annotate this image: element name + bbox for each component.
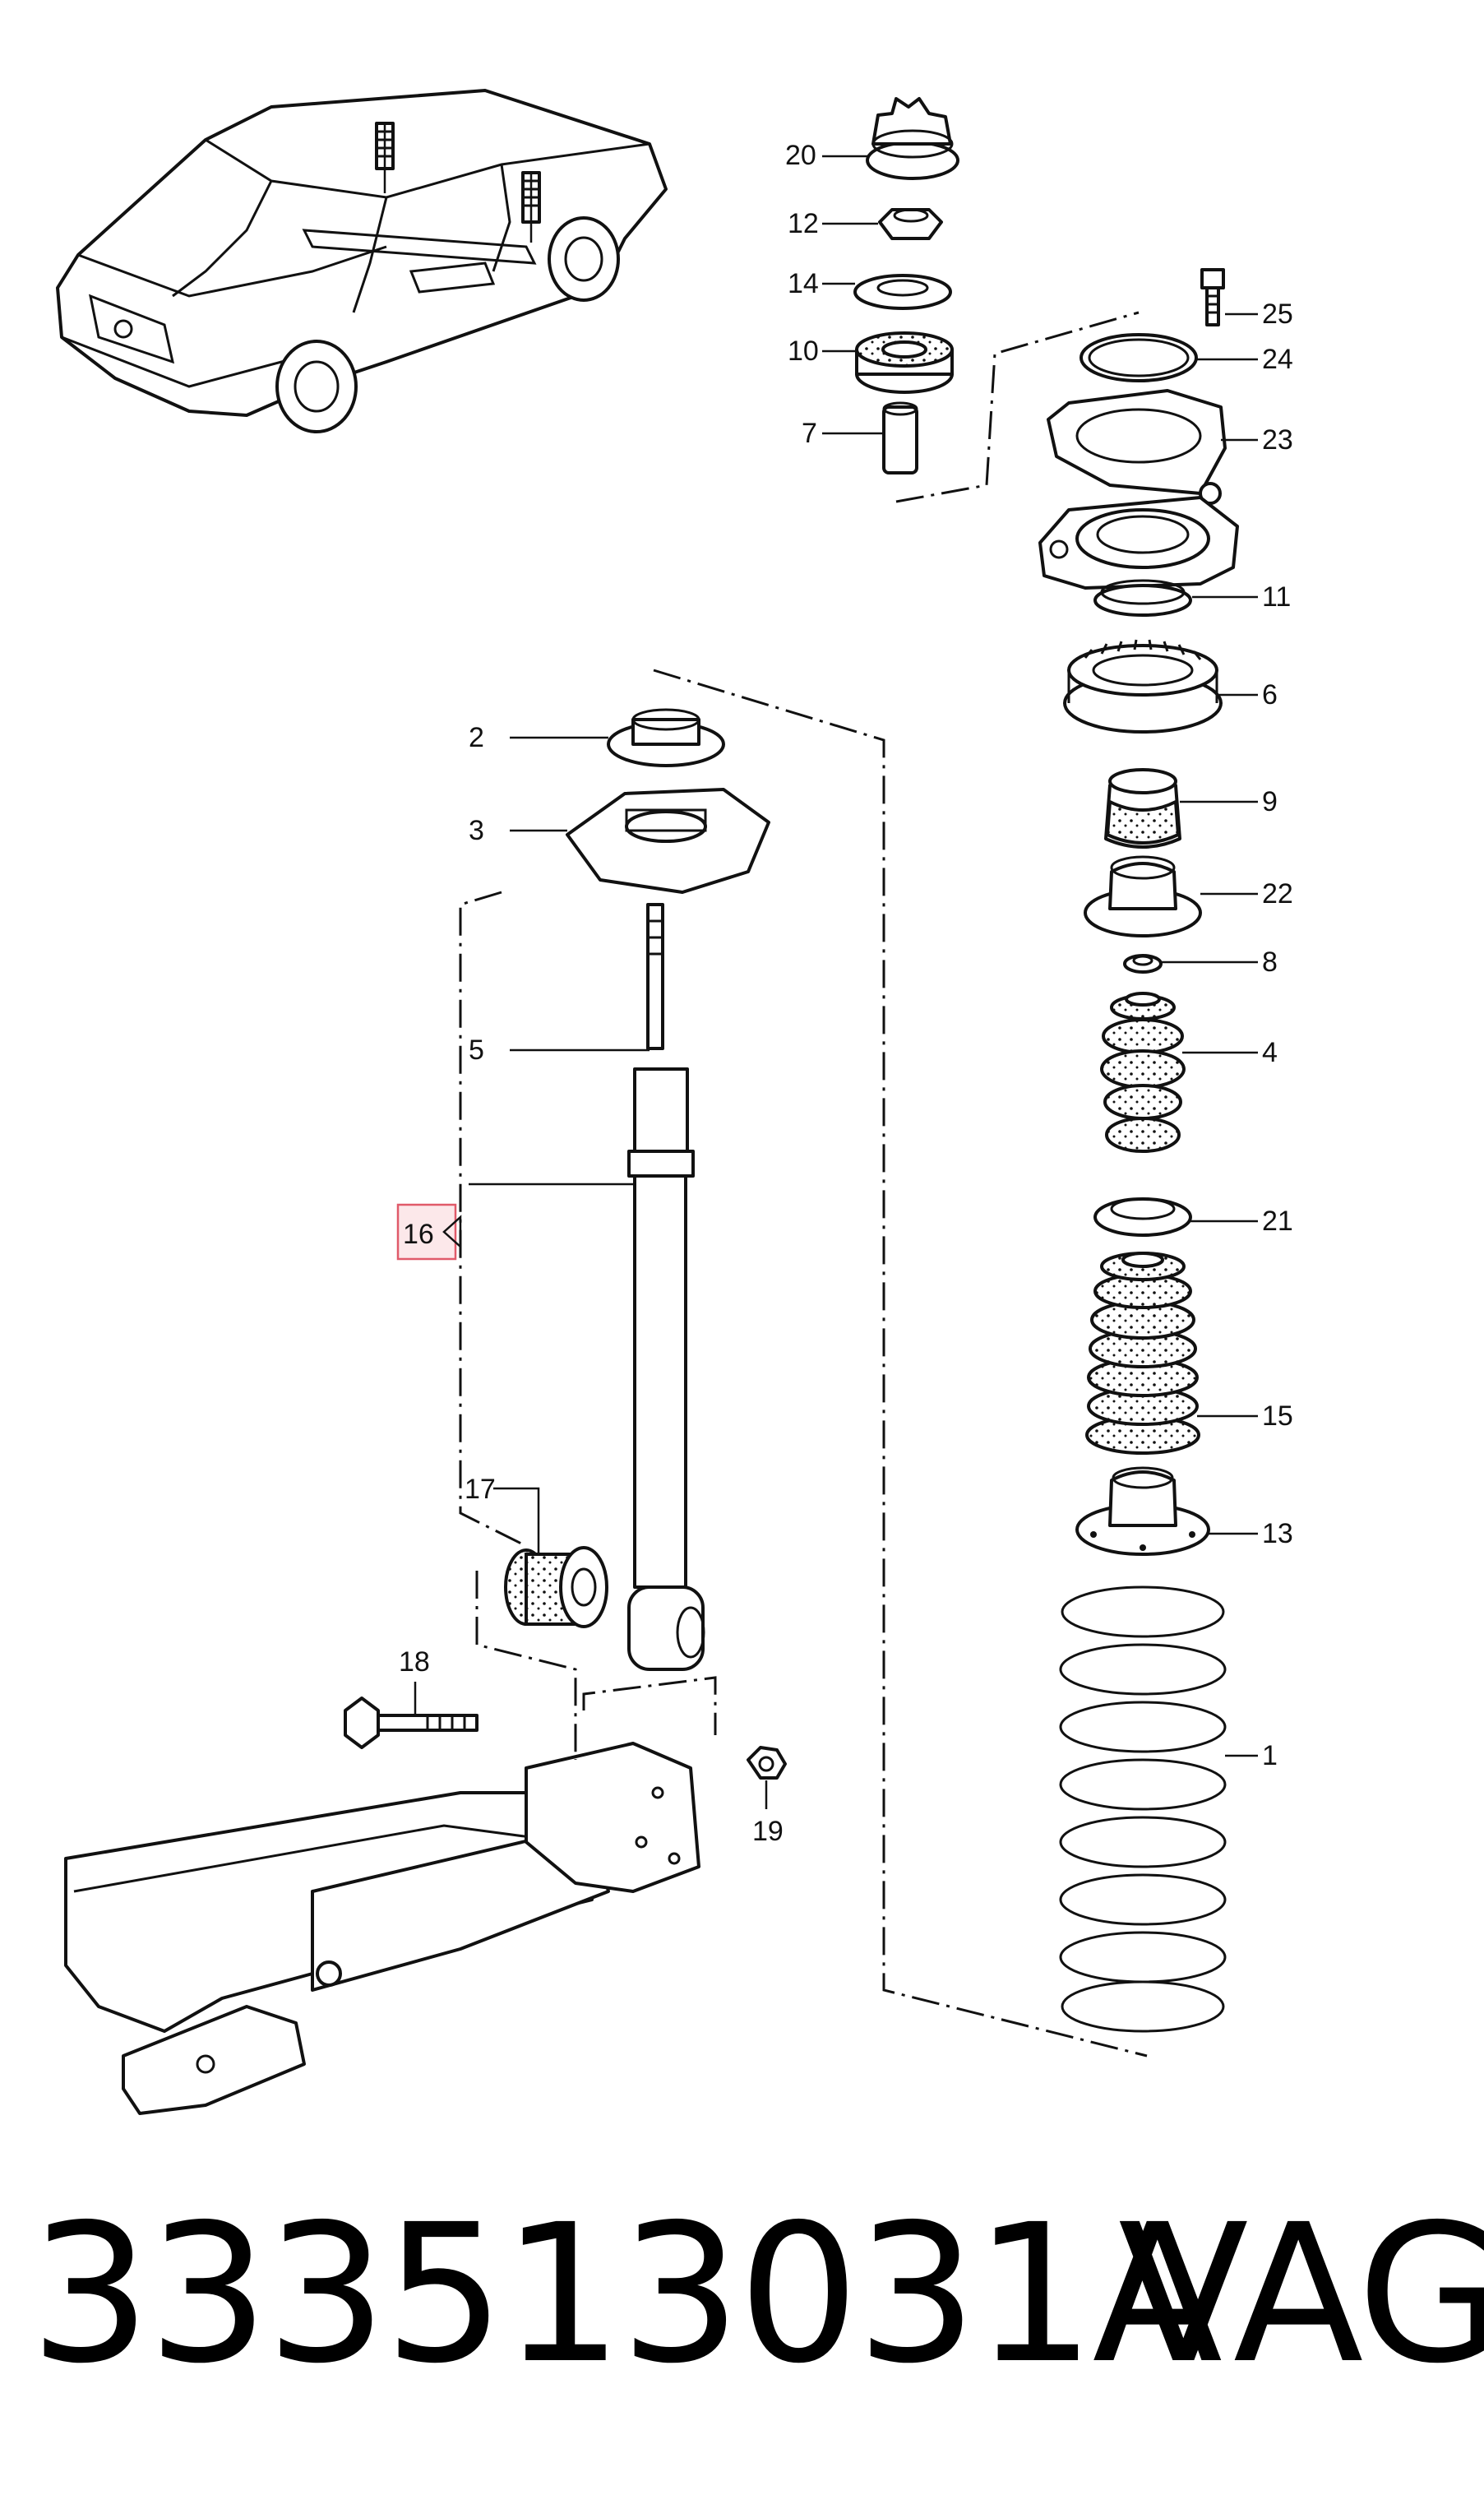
coil-spring: [1059, 1585, 1227, 2033]
callout-10: 10: [788, 336, 819, 367]
callout-1: 1: [1262, 1740, 1278, 1771]
callout-leaders: [414, 155, 1258, 1809]
callout-8: 8: [1262, 947, 1278, 978]
callout-labels: 20 12 14 10 7 25 24 23 11 6 9 22 8 4 21 …: [399, 140, 1293, 1847]
callout-7: 7: [802, 418, 817, 449]
rear-axle-beam: [64, 1697, 787, 2115]
highlight-box-16: [396, 1203, 457, 1261]
callout-22: 22: [1262, 878, 1293, 910]
callout-13: 13: [1262, 1518, 1293, 1549]
callout-3: 3: [469, 815, 484, 846]
callout-9: 9: [1262, 786, 1278, 817]
callout-2: 2: [469, 722, 484, 753]
callout-14: 14: [788, 268, 819, 299]
callout-16: 16: [403, 1219, 434, 1250]
callout-17: 17: [465, 1474, 496, 1505]
callout-24: 24: [1262, 344, 1293, 375]
callout-21: 21: [1262, 1206, 1293, 1237]
callout-12: 12: [788, 208, 819, 239]
spring-strut-column: [1038, 268, 1239, 2033]
callout-11: 11: [1262, 581, 1291, 613]
callout-6: 6: [1262, 679, 1278, 711]
shock-absorber-assembly: [504, 708, 770, 1671]
callout-4: 4: [1262, 1037, 1278, 1068]
callout-5: 5: [469, 1035, 484, 1066]
upper-fastener-stack: [853, 97, 959, 474]
callout-20: 20: [785, 140, 816, 171]
part-number: 333513031A: [30, 2183, 1223, 2405]
callout-18: 18: [399, 1646, 430, 1678]
vehicle-illustration: [56, 89, 668, 433]
callout-15: 15: [1262, 1400, 1293, 1432]
brand-label: VAG: [1118, 2183, 1484, 2405]
callout-25: 25: [1262, 299, 1293, 330]
callout-19: 19: [752, 1816, 784, 1847]
alignment-lines: [459, 311, 1148, 2058]
callout-23: 23: [1262, 424, 1293, 456]
